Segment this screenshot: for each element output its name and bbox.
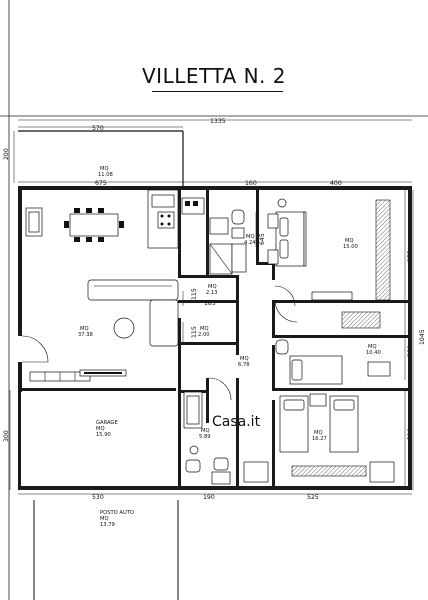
- coffee-table: [113, 317, 135, 339]
- dim-total-width: 1335: [210, 118, 226, 125]
- dim-closet-b-depth: 115: [191, 326, 198, 338]
- dimension-lines: [9, 119, 414, 495]
- sofa: [87, 279, 179, 347]
- bath-area: 5.89: [199, 434, 211, 440]
- dim-living-width: 675: [95, 180, 107, 187]
- parking-area-value: 13.79: [100, 522, 115, 528]
- bedroom2-bed: [275, 311, 391, 385]
- dim-closet-a-depth: 115: [191, 288, 198, 300]
- bedroom2-area: 10.40: [366, 350, 381, 356]
- dim-kitchen-depth: 645: [259, 233, 266, 245]
- laundry-fixtures: [209, 209, 247, 275]
- living-label: MQ: [80, 326, 89, 332]
- main-bedroom-bed: [267, 198, 307, 267]
- exterior-walls: [18, 186, 412, 490]
- kitchen-counter: [147, 189, 205, 249]
- closet-b-area: 2.00: [198, 332, 210, 338]
- closet-b-label: MQ: [200, 326, 209, 332]
- garage-name: GARAGE: [96, 420, 118, 426]
- fireplace-icon: [25, 207, 43, 237]
- bedroom-main-label: MQ: [345, 238, 354, 244]
- hall-area: 6.78: [238, 362, 250, 368]
- garage-label: MQ: [96, 426, 105, 432]
- main-bedroom-wardrobe: [311, 199, 391, 301]
- parking-label: MQ: [100, 516, 109, 522]
- dim-bedroom3-width: 525: [307, 494, 319, 501]
- dim-garage-depth: 300: [3, 430, 10, 442]
- tv-cabinet: [29, 369, 127, 382]
- bedroom3-area: 16.27: [312, 436, 327, 442]
- living-area: 37.38: [78, 332, 93, 338]
- bath-label: MQ: [201, 428, 210, 434]
- title-underline: [152, 91, 283, 92]
- dim-terrace-depth: 200: [3, 148, 10, 160]
- bedroom3-label: MQ: [314, 430, 323, 436]
- dim-garage-width: 530: [92, 494, 104, 501]
- bedroom-main-area: 15.00: [343, 244, 358, 250]
- dim-closet-width: 185: [204, 300, 216, 307]
- dim-terrace-width: 570: [92, 125, 104, 132]
- hall-door-swing-1: [274, 285, 296, 307]
- plan-title: VILLETTA N. 2: [142, 64, 286, 88]
- interior-walls: [178, 190, 408, 490]
- terrace-label: MQ: [100, 166, 109, 172]
- terrace-top: [18, 130, 184, 186]
- bedroom2-label: MQ: [368, 344, 377, 350]
- watermark-text: Casa.it: [212, 414, 261, 430]
- closet-a-area: 2.13: [206, 290, 218, 296]
- closet-a-label: MQ: [208, 284, 217, 290]
- hall-door-swing-2: [274, 299, 298, 323]
- dim-bath-width: 190: [203, 494, 215, 501]
- parking-name: POSTO AUTO: [100, 510, 134, 516]
- dim-right-width: 400: [330, 180, 342, 187]
- garage-area: 15.90: [96, 432, 111, 438]
- dim-middle-width: 160: [245, 180, 257, 187]
- bedroom3-beds: [243, 393, 395, 483]
- bathroom-fixtures: [183, 391, 231, 485]
- kitchen-small-label: MQ: [246, 234, 255, 240]
- bath-door-swing: [208, 377, 232, 401]
- kitchen-small-area: 4.24: [244, 240, 256, 246]
- dim-total-depth: 1045: [419, 329, 426, 345]
- entrance-door-swing: [21, 335, 49, 363]
- terrace-area: 11.08: [98, 172, 113, 178]
- dining-table: [64, 208, 124, 242]
- parking-area: [33, 500, 179, 600]
- hall-label: MQ: [240, 356, 249, 362]
